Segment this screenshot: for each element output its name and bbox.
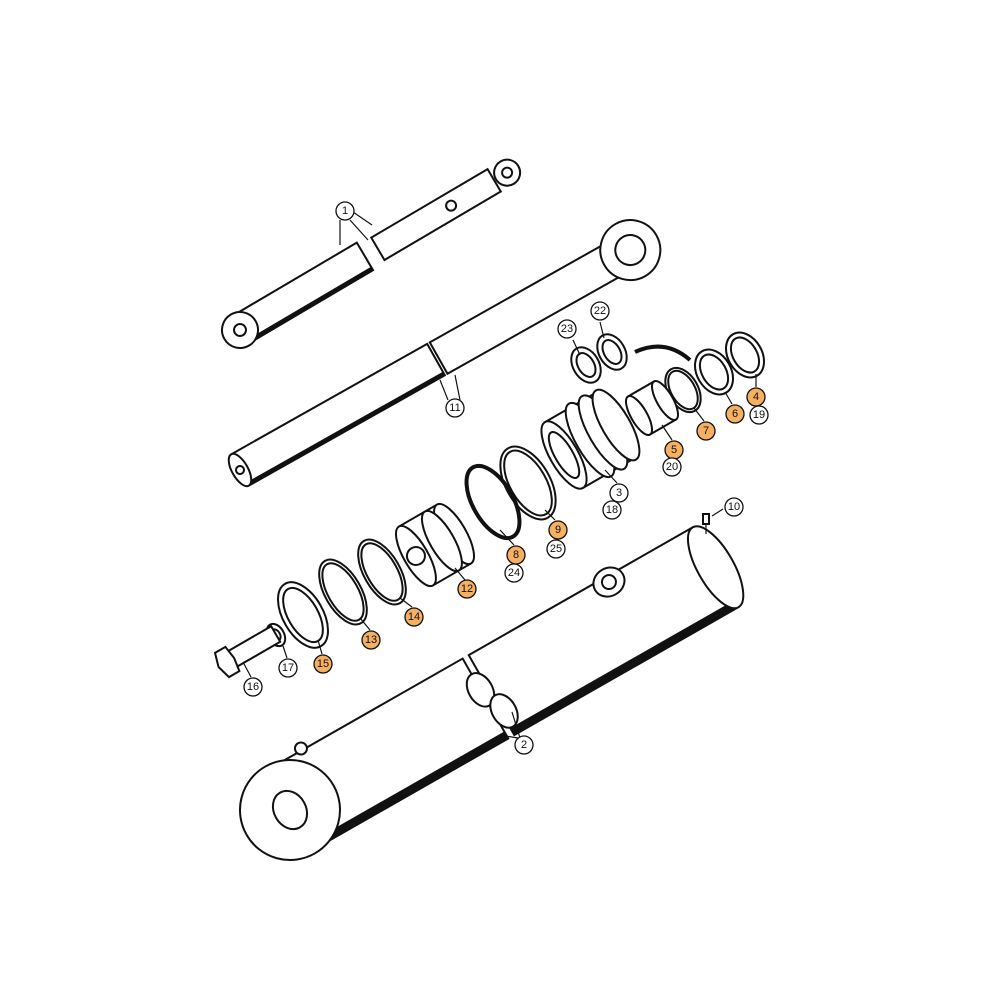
svg-text:15: 15 [317,658,329,670]
callout-2[interactable]: 2 [514,735,534,755]
callout-9[interactable]: 9 [548,520,568,540]
svg-text:11: 11 [449,402,460,414]
callout-22[interactable]: 22 [590,301,610,321]
grease-fitting-10 [702,513,710,534]
svg-text:24: 24 [508,567,520,579]
callout-1[interactable]: 1 [335,201,355,221]
callout-4[interactable]: 4 [746,387,766,407]
svg-text:23: 23 [561,323,573,335]
svg-text:1: 1 [342,205,348,217]
callout-11[interactable]: 11 [445,398,465,418]
svg-text:17: 17 [282,662,294,674]
callout-12[interactable]: 12 [457,579,477,599]
svg-text:10: 10 [728,501,740,513]
svg-text:8: 8 [513,549,519,561]
piston-rod [227,219,662,488]
svg-text:20: 20 [666,461,678,473]
callout-20[interactable]: 20 [662,457,682,477]
callouts: 1 11 23 22 4 19 6 7 5 20 3 18 10 9 25 8 … [243,201,769,755]
callout-18[interactable]: 18 [602,500,622,520]
svg-text:14: 14 [408,611,420,623]
svg-text:12: 12 [461,583,473,595]
svg-text:13: 13 [365,634,377,646]
bolt-16 [213,624,282,679]
svg-text:5: 5 [671,444,677,456]
callout-14[interactable]: 14 [404,607,424,627]
callout-25[interactable]: 25 [546,539,566,559]
callout-10[interactable]: 10 [724,497,744,517]
callout-15[interactable]: 15 [313,654,333,674]
callout-24[interactable]: 24 [504,563,524,583]
svg-text:2: 2 [521,739,527,751]
svg-text:18: 18 [606,504,618,516]
callout-8[interactable]: 8 [506,545,526,565]
leader-lines [242,211,757,739]
svg-text:25: 25 [550,543,562,555]
svg-text:16: 16 [247,681,259,693]
callout-19[interactable]: 19 [749,405,769,425]
svg-text:7: 7 [703,425,709,437]
svg-text:6: 6 [732,408,738,420]
svg-text:9: 9 [555,524,561,536]
svg-text:4: 4 [753,391,759,403]
svg-text:3: 3 [616,487,622,499]
callout-5[interactable]: 5 [664,440,684,460]
assembled-cylinder [221,158,522,349]
callout-13[interactable]: 13 [361,630,381,650]
cylinder-barrel [239,525,745,861]
svg-text:19: 19 [753,409,765,421]
svg-text:22: 22 [594,305,606,317]
callout-17[interactable]: 17 [278,658,298,678]
o-ring-8 [464,463,522,541]
bushing-5 [625,380,679,436]
piston [395,502,475,588]
callout-6[interactable]: 6 [725,404,745,424]
callout-23[interactable]: 23 [557,319,577,339]
callout-16[interactable]: 16 [243,677,263,697]
callout-3[interactable]: 3 [609,483,629,503]
callout-7[interactable]: 7 [696,421,716,441]
rings [213,331,765,679]
